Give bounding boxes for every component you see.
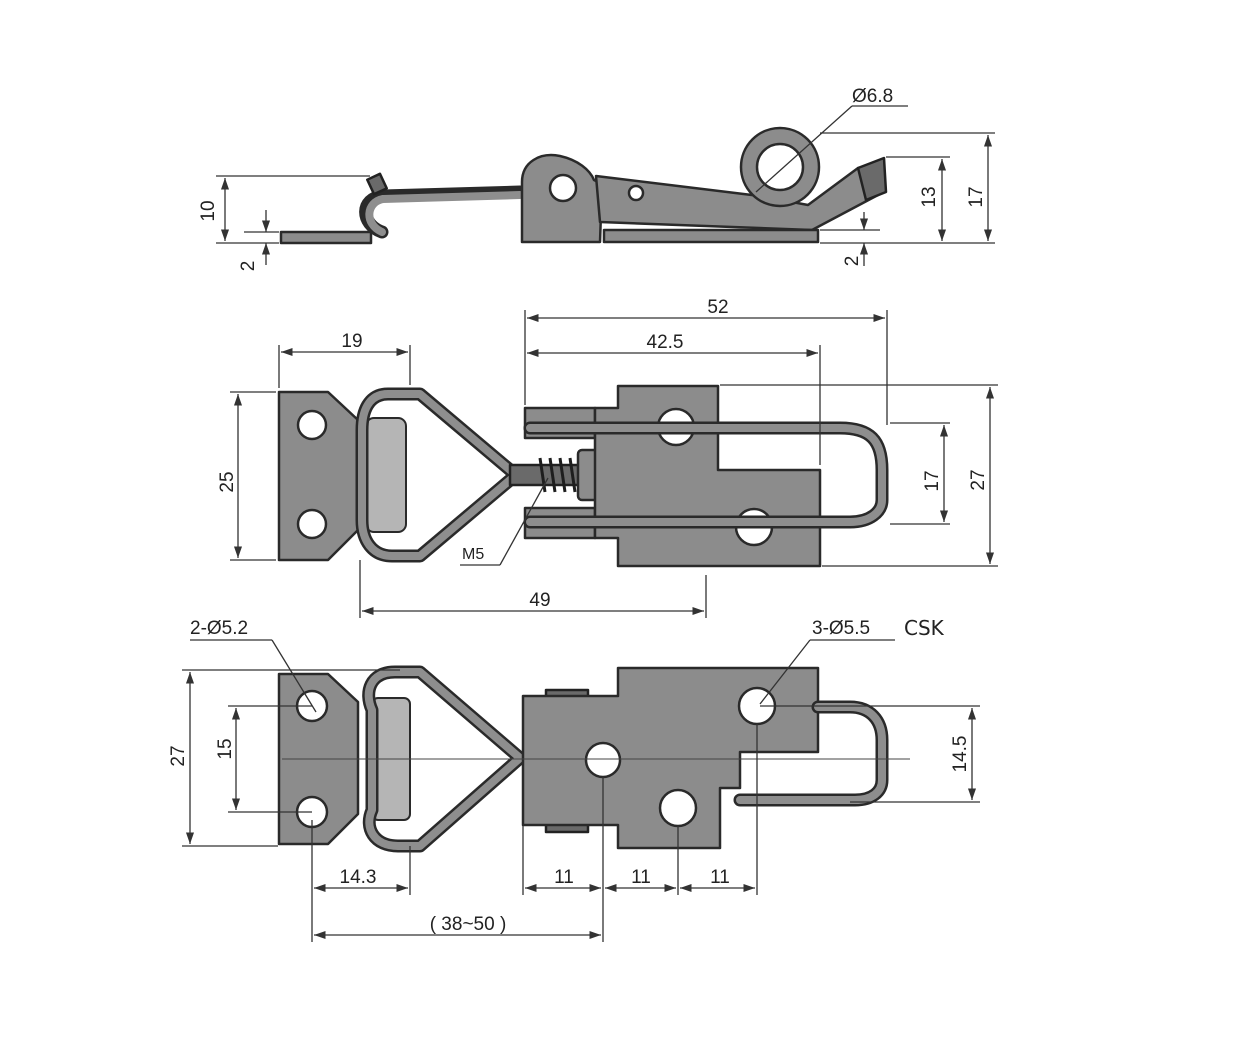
bottom-height-15-label: 15 [215, 738, 236, 759]
top-spring-left [538, 457, 587, 493]
top-view: 19 52 42.5 25 17 27 M5 49 [217, 297, 998, 618]
side-height-10-label: 10 [198, 200, 219, 221]
side-diameter-leader [755, 105, 853, 193]
bottom-lever-wire-loop-shine [736, 703, 886, 804]
side-eyelet-hole [755, 142, 805, 192]
top-length-52-label: 52 [707, 297, 728, 318]
bottom-wire-triangle-shine [364, 668, 524, 850]
top-length-49-label: 49 [529, 590, 550, 611]
top-width-19-label: 19 [341, 331, 362, 352]
bottom-view: 2-Ø5.2 3-Ø5.5 CSK 27 15 14.5 14.3 11 11 [168, 616, 980, 942]
top-wire-triangle-shine [358, 390, 520, 560]
bottom-main-hole-center [584, 741, 622, 779]
side-pivot-hole [548, 173, 578, 203]
side-wire-hook-shine [365, 191, 524, 236]
side-thickness-left-label: 2 [238, 261, 259, 272]
side-lever-hole [627, 184, 645, 202]
top-length-42-5-label: 42.5 [647, 332, 684, 353]
top-height-25-label: 25 [217, 471, 238, 492]
top-m5-leader [499, 477, 549, 566]
top-lever-wire-loop-shine [526, 424, 886, 526]
side-left-base-plate [279, 230, 373, 245]
bottom-left-hole-leader [271, 639, 317, 713]
bottom-width-14-3-label: 14.3 [340, 867, 377, 888]
top-height-27-label: 27 [968, 469, 989, 490]
side-height-13-label: 13 [919, 186, 940, 207]
bottom-holes-right-label: 3-Ø5.5 [812, 618, 870, 639]
bottom-csk-label: CSK [904, 616, 945, 640]
top-main-plate [593, 384, 822, 568]
top-keeper-loop-bar [365, 417, 407, 533]
top-height-17-label: 17 [922, 470, 943, 491]
side-height-17-label: 17 [966, 186, 987, 207]
bottom-main-hole-lower [658, 788, 698, 828]
side-lever-tip [856, 156, 888, 202]
top-keeper-hole-upper [296, 409, 328, 441]
bottom-height-27-label: 27 [168, 745, 189, 766]
side-right-base-plate [602, 228, 820, 244]
top-keeper-hole-lower [296, 508, 328, 540]
bottom-spacing-3-label: 11 [710, 867, 730, 888]
side-hole-diameter-label: Ø6.8 [852, 86, 893, 107]
bottom-right-hole-leader [759, 639, 811, 705]
top-thread-m5-label: M5 [462, 546, 484, 563]
bottom-range-label: ( 38~50 ) [430, 914, 507, 935]
side-thickness-right-label: 2 [842, 256, 863, 267]
bottom-spacing-1-label: 11 [554, 867, 574, 888]
side-view: 10 2 13 17 2 Ø6.8 [198, 86, 995, 271]
bottom-holes-left-label: 2-Ø5.2 [190, 618, 248, 639]
bottom-spacing-2-label: 11 [631, 867, 651, 888]
bottom-height-14-5-label: 14.5 [950, 736, 971, 773]
side-hook-tip [366, 172, 388, 196]
